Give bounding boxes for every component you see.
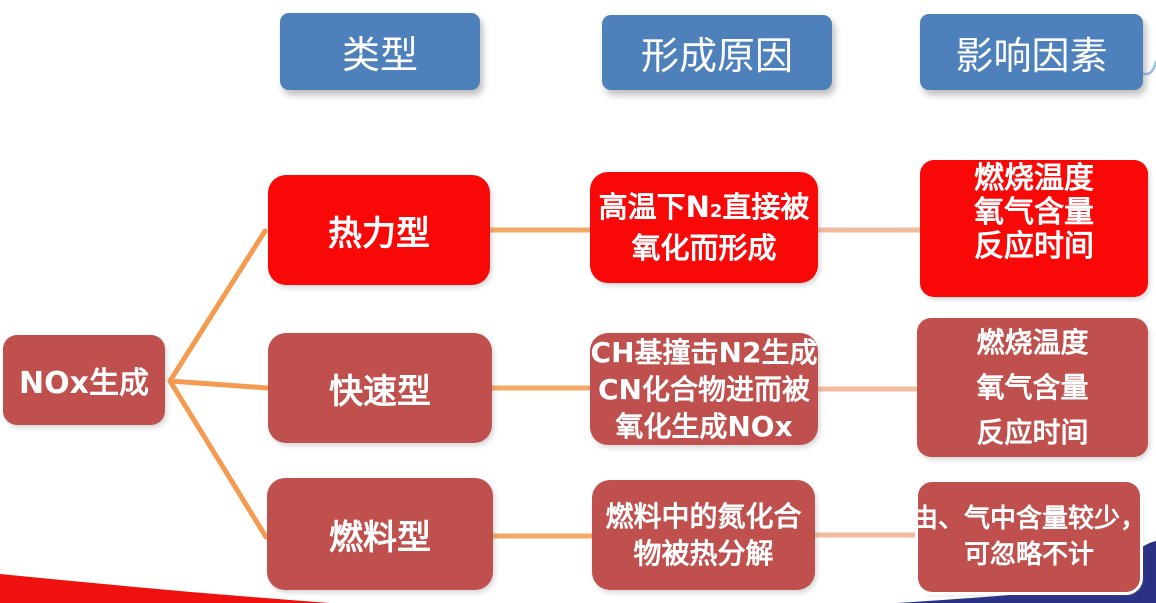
cause-line: 物被热分解 (633, 537, 774, 570)
factor-line: 燃烧温度 (976, 326, 1089, 359)
blue-curl-icon (1141, 60, 1156, 76)
red-swoosh (0, 574, 330, 603)
cause-line: 氧化生成NOx (615, 409, 793, 443)
cause-line: 燃料中的氮化合 (605, 500, 802, 533)
cause-node-thermal: 高温下N2直接被 氧化而形成 (590, 172, 818, 283)
fan-line-top (167, 228, 268, 384)
column-header-type: 类型 (280, 13, 480, 90)
cause-line: 高温下N2直接被 (598, 189, 810, 224)
factor-line: 燃烧温度 (974, 161, 1094, 196)
factor-node-prompt: 燃烧温度 氧气含量 反应时间 (917, 318, 1148, 457)
type-node-fuel: 燃料型 (267, 478, 493, 590)
factor-line: 氧气含量 (976, 371, 1089, 404)
column-header-cause: 形成原因 (602, 15, 832, 90)
cause-line: 氧化而形成 (631, 230, 777, 265)
factor-line: 反应时间 (974, 229, 1094, 264)
factor-line: 氧气含量 (974, 195, 1094, 230)
root-node-nox: NOx生成 (3, 335, 165, 425)
cause-node-fuel: 燃料中的氮化合 物被热分解 (592, 480, 815, 590)
factor-line: 反应时间 (976, 416, 1089, 449)
type-node-prompt: 快速型 (268, 333, 492, 443)
subscript-2: 2 (709, 200, 723, 222)
factor-line: 由、气中含量较少， (912, 504, 1147, 534)
factor-line: 可忽略不计 (963, 540, 1094, 570)
factor-node-thermal: 燃烧温度 氧气含量 反应时间 (920, 160, 1148, 297)
cause-line: CH基撞击N2生成 (590, 335, 818, 369)
cause-line: CN化合物进而被 (598, 372, 810, 406)
fan-line-bottom (167, 378, 269, 540)
cause-node-prompt: CH基撞击N2生成 CN化合物进而被 氧化生成NOx (590, 333, 818, 445)
factor-node-fuel: 由、气中含量较少， 可忽略不计 (912, 482, 1146, 592)
type-node-thermal: 热力型 (268, 175, 490, 285)
fan-line-middle (167, 378, 271, 391)
column-header-factors: 影响因素 (920, 14, 1143, 90)
